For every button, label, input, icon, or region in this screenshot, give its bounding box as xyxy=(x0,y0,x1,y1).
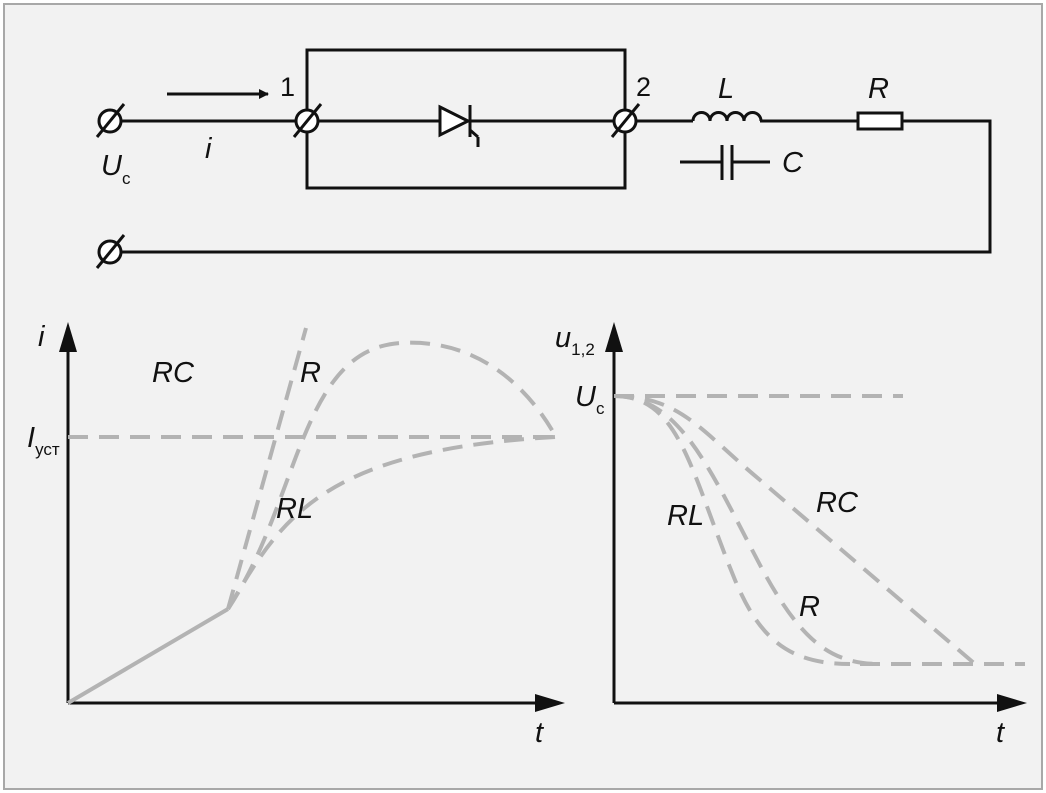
supply-voltage-label: Uc xyxy=(575,381,605,418)
terminal-icon xyxy=(292,103,323,138)
label-rl-left: RL xyxy=(276,493,313,525)
steady-current-label: Iуст xyxy=(27,422,60,459)
label-r-right: R xyxy=(799,591,820,623)
terminal-icon xyxy=(95,103,126,138)
capacitor-icon xyxy=(680,145,770,180)
left-y-axis-label: i xyxy=(38,321,46,353)
label-r-left: R xyxy=(300,357,321,389)
node-2-label: 2 xyxy=(636,72,651,102)
left-x-axis-arrowhead xyxy=(535,694,565,712)
curve-rc xyxy=(226,340,558,611)
voltage-plot: u1,2 t Uc RL RC R xyxy=(555,322,1027,749)
source-voltage-label: Uc xyxy=(101,150,131,188)
capacitor-label: C xyxy=(782,147,804,179)
bypass-loop xyxy=(305,48,627,190)
label-rc-left: RC xyxy=(152,357,195,389)
curve-r-voltage xyxy=(613,394,881,666)
thyristor-icon xyxy=(438,104,480,147)
wire-return xyxy=(122,119,992,254)
curve-rc-voltage xyxy=(613,394,977,666)
initial-current-ramp xyxy=(66,607,230,705)
node-1-label: 1 xyxy=(280,72,295,102)
terminal-icon xyxy=(610,103,641,138)
inductor-icon xyxy=(691,111,763,122)
left-y-axis-arrowhead xyxy=(59,322,77,352)
terminal-icon xyxy=(95,234,126,269)
resistor-label: R xyxy=(868,73,889,105)
right-x-axis-arrowhead xyxy=(997,694,1027,712)
inductor-label: L xyxy=(718,73,734,105)
current-plot: i t Iуст RC R RL xyxy=(27,321,565,749)
current-label: i xyxy=(205,133,213,165)
resistor-icon xyxy=(856,111,904,131)
right-y-axis-arrowhead xyxy=(605,322,623,352)
label-rc-right: RC xyxy=(816,487,859,519)
left-x-axis-label: t xyxy=(535,717,545,749)
curve-r xyxy=(226,327,308,610)
curve-rl xyxy=(226,435,556,611)
curve-rl-voltage xyxy=(613,394,851,666)
right-y-axis-label: u1,2 xyxy=(555,322,595,359)
label-rl-right: RL xyxy=(667,500,704,532)
circuit-diagram: Uc i 1 2 L C R xyxy=(95,48,992,269)
right-x-axis-label: t xyxy=(996,717,1006,749)
